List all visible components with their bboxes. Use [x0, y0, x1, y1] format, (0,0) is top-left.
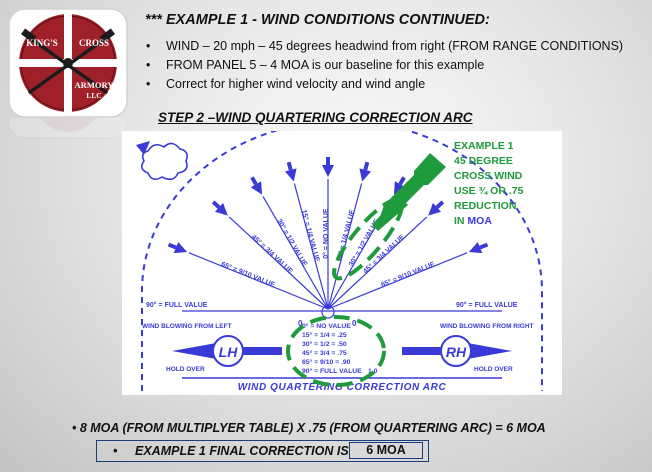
- wind-from-left-label: WIND BLOWING FROM LEFT: [142, 323, 232, 330]
- wind-direction-arrow-shaft: [435, 200, 445, 209]
- wind-direction-arrow-icon: [250, 181, 262, 195]
- wind-direction-arrow-shaft: [211, 200, 221, 209]
- wind-direction-arrow-icon: [173, 242, 188, 254]
- wind-direction-arrow-icon: [394, 181, 406, 195]
- wind-direction-arrow-shaft: [286, 161, 293, 171]
- logo-text-kings: KING'S: [26, 38, 58, 48]
- arc-ray: [293, 183, 329, 310]
- wind-cloud-icon: [140, 142, 188, 181]
- wind-condition-item: •FROM PANEL 5 – 4 MOA is our baseline fo…: [146, 58, 485, 72]
- arc-banner: WIND QUARTERING CORRECTION ARC: [238, 382, 447, 393]
- arc-ray: [327, 216, 428, 310]
- zero-right-label: 0: [352, 319, 357, 328]
- wind-direction-arrow-icon: [428, 202, 442, 216]
- kings-cross-armory-logo: KING'S CROSS ARMORY LLC: [8, 8, 128, 118]
- arc-ray: [327, 252, 468, 310]
- wind-direction-arrow-shaft: [363, 161, 370, 171]
- wind-from-right-label: WIND BLOWING FROM RIGHT: [440, 323, 534, 330]
- callout-line: IN MOA: [454, 215, 492, 227]
- callout-line: CROSS WIND: [454, 170, 523, 182]
- arc-ray-label: 65° = 9/10 VALUE: [380, 260, 436, 289]
- moa-accent: MOA: [467, 215, 492, 227]
- callout-line: EXAMPLE 1: [454, 140, 514, 152]
- wind-condition-item: •Correct for higher wind velocity and wi…: [146, 77, 426, 91]
- value-table-row: 45° = 3/4 = .75: [302, 349, 347, 357]
- final-correction-label: EXAMPLE 1 FINAL CORRECTION IS: [135, 444, 349, 458]
- left-wind-arrow-icon: [136, 141, 150, 155]
- arc-ray: [327, 183, 363, 310]
- wind-direction-arrow-shaft: [167, 242, 177, 250]
- rh-label: RH: [446, 344, 467, 360]
- lh-circle: [212, 335, 244, 367]
- value-table-row: 30° = 1/2 = .50: [302, 340, 347, 348]
- logo-text-llc: LLC: [86, 91, 101, 100]
- hold-over-right-label: HOLD OVER: [474, 366, 513, 373]
- wind-direction-arrow-icon: [359, 168, 372, 182]
- hold-over-left-label: HOLD OVER: [166, 366, 205, 373]
- arc-ray-label: 0° = NO VALUE: [322, 208, 330, 259]
- arc-ray: [262, 196, 329, 310]
- wind-direction-arrow-shaft: [398, 176, 406, 186]
- callout-line: USE ¾ OR .75: [454, 185, 524, 197]
- example-callout: EXAMPLE 1 45 DEGREE CROSS WIND USE ¾ OR …: [454, 140, 524, 227]
- final-correction-box: • EXAMPLE 1 FINAL CORRECTION IS 6 MOA: [96, 440, 429, 462]
- logo-text-armory: ARMORY: [75, 80, 114, 90]
- zero-left-label: 0: [298, 319, 303, 328]
- formula-line: • 8 MOA (FROM MULTIPLYER TABLE) X .75 (F…: [72, 421, 546, 435]
- highlight-45-degree-ellipse: [332, 197, 404, 281]
- arc-ray: [188, 252, 329, 310]
- callout-line: 45 DEGREE: [454, 155, 513, 167]
- wind-direction-arrow-shaft: [250, 176, 258, 186]
- logo-text-cross: CROSS: [79, 38, 109, 48]
- wind-conditions-list: •WIND – 20 mph – 45 degrees headwind fro…: [146, 37, 623, 94]
- wind-direction-arrow-icon: [322, 165, 334, 177]
- callout-arrow-icon: [372, 153, 446, 231]
- example-heading: *** EXAMPLE 1 - WIND CONDITIONS CONTINUE…: [145, 12, 490, 28]
- right-full-value-label: 90° = FULL VALUE: [456, 301, 518, 309]
- value-table-row: 0° = NO VALUE: [302, 322, 351, 330]
- left-full-value-label: 90° = FULL VALUE: [146, 301, 208, 309]
- arc-ray: [228, 216, 329, 310]
- logo-reflection: [8, 118, 128, 140]
- callout-line: REDUCTION: [454, 200, 516, 212]
- wind-direction-arrow-icon: [468, 242, 483, 254]
- wind-direction-arrow-shaft: [479, 242, 489, 250]
- arc-ray-label: 65° = 9/10 VALUE: [220, 260, 276, 289]
- step-title: STEP 2 –WIND QUARTERING CORRECTION ARC: [158, 110, 473, 125]
- wind-direction-arrow-icon: [214, 202, 228, 216]
- value-table-row: 90° = FULL VALUE: [302, 367, 362, 375]
- wind-condition-item: •WIND – 20 mph – 45 degrees headwind fro…: [146, 39, 624, 53]
- rh-circle: [440, 335, 472, 367]
- value-table: 0° = NO VALUE 15° = 1/4 = .25 30° = 1/2 …: [302, 322, 378, 375]
- final-bullet: •: [113, 444, 118, 458]
- final-correction-value: 6 MOA: [349, 442, 423, 459]
- highlight-table-ellipse: [286, 315, 386, 387]
- value-table-row: 15° = 1/4 = .25: [302, 331, 347, 339]
- value-table-row: 65° = 9/10 = .90: [302, 358, 351, 366]
- wind-direction-arrow-icon: [284, 168, 297, 182]
- lh-label: LH: [219, 344, 239, 360]
